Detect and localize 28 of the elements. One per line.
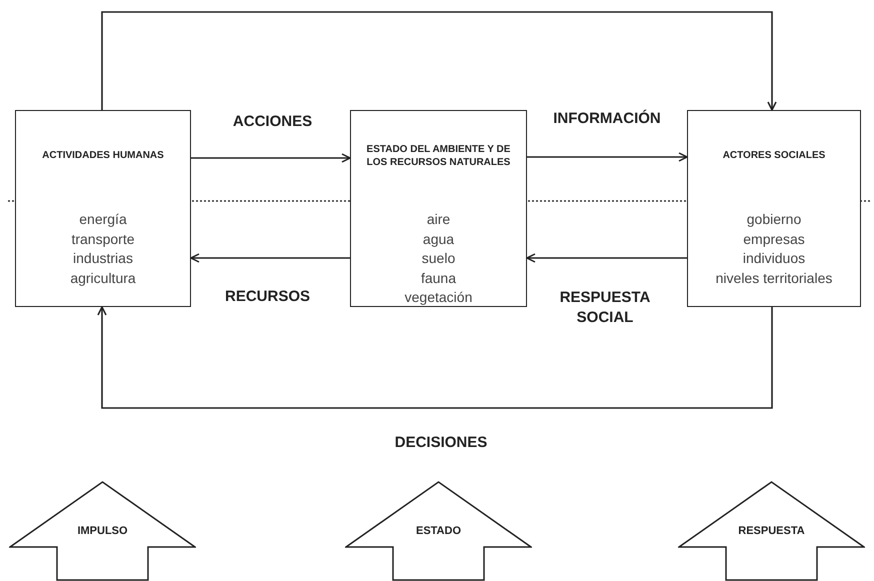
list-item: industrias [73,249,133,268]
list-item: agua [422,230,454,249]
arrow-label: IMPULSO [76,524,129,539]
list-item: fauna [420,268,456,288]
arrow [190,253,350,263]
arrow [191,153,351,163]
process-box [350,110,527,307]
box-heading: ACTIVIDADES HUMANAS [42,149,164,162]
arrow [526,253,687,263]
list-item: aire [426,210,450,229]
list-item: vegetación [404,288,472,307]
box-heading: ESTADO DEL AMBIENTE Y DE LOS RECURSOS NATURALES [366,142,512,168]
arrow-label: ESTADO [414,524,462,539]
arrow [101,11,777,111]
process-box [15,110,191,307]
list-item: transporte [71,230,135,249]
box-heading: ACTORES SOCIALES [722,149,826,162]
list-item: gobierno [746,210,802,229]
process-box [687,110,861,307]
arrow [527,152,688,162]
list-item: agricultura [70,268,136,288]
list-item: energía [79,210,127,229]
list-item: individuos [742,249,806,268]
list-item: empresas [743,230,805,249]
list-item: niveles territoriales [716,268,832,288]
arrow [97,306,773,409]
arrow-label: RESPUESTA [737,524,806,539]
list-item: suelo [422,249,456,268]
